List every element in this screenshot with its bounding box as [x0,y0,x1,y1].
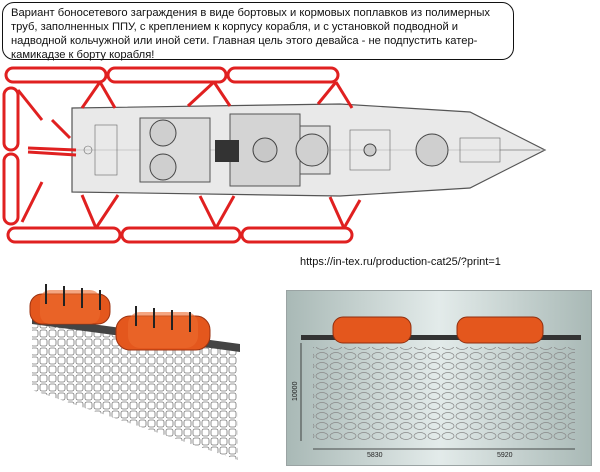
float-bottom-3 [240,226,354,244]
net-curtain [32,324,238,460]
caption-callout: Вариант боносетевого заграждения в виде … [2,2,514,61]
engineering-drawing-panel: 10000 5830 5920 [286,290,592,466]
drawing-float-right [456,316,544,344]
float-top-2 [106,66,228,84]
turret-aft-lower [149,153,177,181]
float-stern-upper [2,86,20,152]
drawing-net [313,347,575,441]
float-bottom-1 [6,226,122,244]
dim-left-label: 5830 [367,452,383,459]
float-boom [2,66,362,244]
float-stern-lower [2,152,20,226]
float-segment-left [29,290,111,325]
float-top-1 [4,66,108,84]
float-net-render [29,284,240,460]
drawing-float-left [332,316,412,344]
turret-fore [415,133,449,167]
engineering-drawing: 10000 5830 5920 [287,291,591,465]
dim-vertical-label: 10000 [292,381,299,401]
ship-plan-diagram [2,66,547,244]
dim-right-label: 5920 [497,452,513,459]
caption-text: Вариант боносетевого заграждения в виде … [11,7,490,61]
float-bottom-2 [120,226,242,244]
turret-aft-upper [149,119,177,147]
float-top-3 [226,66,340,84]
ship-hull [71,103,547,197]
source-url: https://in-tex.ru/production-cat25/?prin… [300,256,501,268]
float-segment-right [115,312,211,351]
